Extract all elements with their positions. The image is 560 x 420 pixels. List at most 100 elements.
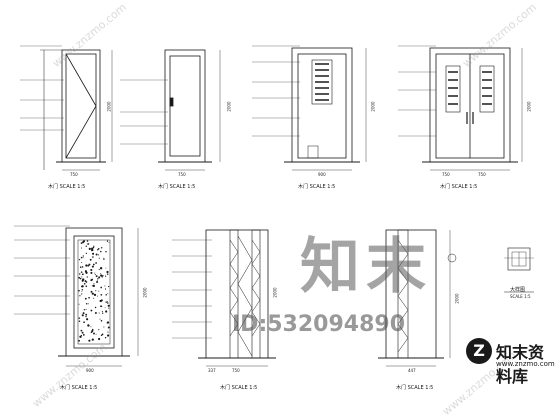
glass-speckle <box>81 291 83 292</box>
dim-section-6-height: 2000 <box>272 287 278 298</box>
glass-speckle <box>98 290 100 292</box>
glass-speckle <box>101 333 104 336</box>
glass-speckle <box>82 278 85 281</box>
glass-speckle <box>92 246 95 249</box>
caption-door-1: 木门 SCALE 1:5 <box>48 184 86 190</box>
glass-speckle <box>106 301 109 303</box>
glass-speckle <box>85 281 88 283</box>
caption-door-4: 木门 SCALE 1:5 <box>440 184 478 190</box>
glass-speckle <box>91 292 94 295</box>
glass-speckle <box>85 245 87 247</box>
glass-speckle <box>85 315 87 318</box>
glass-speckle <box>90 309 93 312</box>
glass-speckle <box>78 258 81 261</box>
glass-speckle <box>83 282 86 285</box>
glass-speckle <box>93 285 95 288</box>
glass-speckle <box>107 326 110 329</box>
glass-speckle <box>94 272 96 274</box>
glass-speckle <box>82 334 85 336</box>
glass-speckle <box>96 249 99 251</box>
glass-speckle <box>107 334 110 337</box>
glass-speckle <box>79 335 82 338</box>
glass-speckle <box>106 321 110 324</box>
glass-speckle <box>107 293 109 294</box>
glass-speckle <box>89 258 92 261</box>
glass-speckle <box>93 283 95 285</box>
glass-speckle <box>93 245 95 247</box>
brand-logo: Z 知末资料库 www.znzmo.com <box>466 336 556 386</box>
glass-speckle <box>92 263 95 266</box>
glass-speckle <box>96 295 98 297</box>
glass-speckle <box>81 331 84 334</box>
glass-speckle <box>88 243 90 245</box>
dim-section-7-height: 2000 <box>454 293 460 304</box>
glass-speckle <box>82 312 85 315</box>
caption-section-6: 木门 SCALE 1:5 <box>220 385 258 391</box>
logo-url: www.znzmo.com <box>496 360 555 368</box>
glass-speckle <box>82 255 84 257</box>
door-elevation-5 <box>14 225 139 367</box>
glass-speckle <box>105 267 107 269</box>
dim-door-5-width: 900 <box>86 368 94 373</box>
glass-speckle <box>93 332 95 335</box>
glass-speckle <box>107 304 110 307</box>
glass-speckle <box>98 276 101 279</box>
glass-speckle <box>81 289 84 291</box>
detail-drawing <box>504 247 534 293</box>
glass-speckle <box>98 257 100 259</box>
door-elevation-2 <box>120 49 221 171</box>
glass-speckle <box>78 289 80 292</box>
glass-speckle <box>80 334 82 337</box>
glass-speckle <box>93 293 97 297</box>
glass-speckle <box>103 257 105 259</box>
glass-speckle <box>105 250 107 253</box>
glass-speckle <box>108 285 110 288</box>
glass-speckle <box>104 307 106 309</box>
glass-speckle <box>88 247 91 250</box>
glass-speckle <box>82 241 84 244</box>
glass-speckle <box>91 247 94 250</box>
door-elevation-4 <box>398 45 523 171</box>
glass-speckle <box>102 312 104 314</box>
glass-speckle <box>98 312 100 314</box>
glass-speckle <box>96 279 98 281</box>
glass-speckle <box>86 318 89 321</box>
dim-door-1-width: 750 <box>70 172 78 177</box>
glass-speckle <box>90 279 93 282</box>
id-watermark: ID:532094890 <box>232 312 406 337</box>
glass-speckle <box>108 241 110 243</box>
glass-speckle <box>85 285 88 288</box>
glass-speckle <box>99 305 102 307</box>
dim-door-4-height: 2000 <box>526 101 532 112</box>
glass-speckle <box>103 258 105 260</box>
glass-speckle <box>78 317 81 319</box>
glass-speckle <box>106 270 109 274</box>
glass-speckle <box>100 299 103 302</box>
glass-speckle <box>79 273 81 275</box>
glass-speckle <box>105 301 107 303</box>
glass-speckle <box>91 285 94 287</box>
glass-speckle <box>98 329 100 331</box>
glass-speckle <box>84 297 87 300</box>
dim-door-2-width: 750 <box>178 172 186 177</box>
glass-speckle <box>81 314 84 317</box>
glass-speckle <box>98 254 100 256</box>
glass-speckle <box>86 240 89 242</box>
glass-speckle <box>90 268 93 272</box>
glass-speckle <box>87 303 89 305</box>
detail-scale: SCALE 1:5 <box>510 294 531 299</box>
glass-speckle <box>106 273 109 275</box>
glass-speckle <box>99 318 101 320</box>
glass-speckle <box>88 339 91 342</box>
glass-speckle <box>100 250 102 253</box>
glass-speckle <box>80 242 83 244</box>
glass-speckle <box>90 271 93 274</box>
glass-speckle <box>78 276 81 279</box>
glass-speckle <box>88 263 91 266</box>
glass-speckle <box>83 321 85 324</box>
glass-speckle <box>90 331 93 334</box>
glass-speckle <box>100 274 103 277</box>
glass-speckle <box>80 271 83 273</box>
glass-speckle <box>83 309 85 311</box>
dim-door-4-width-left: 750 <box>442 172 450 177</box>
